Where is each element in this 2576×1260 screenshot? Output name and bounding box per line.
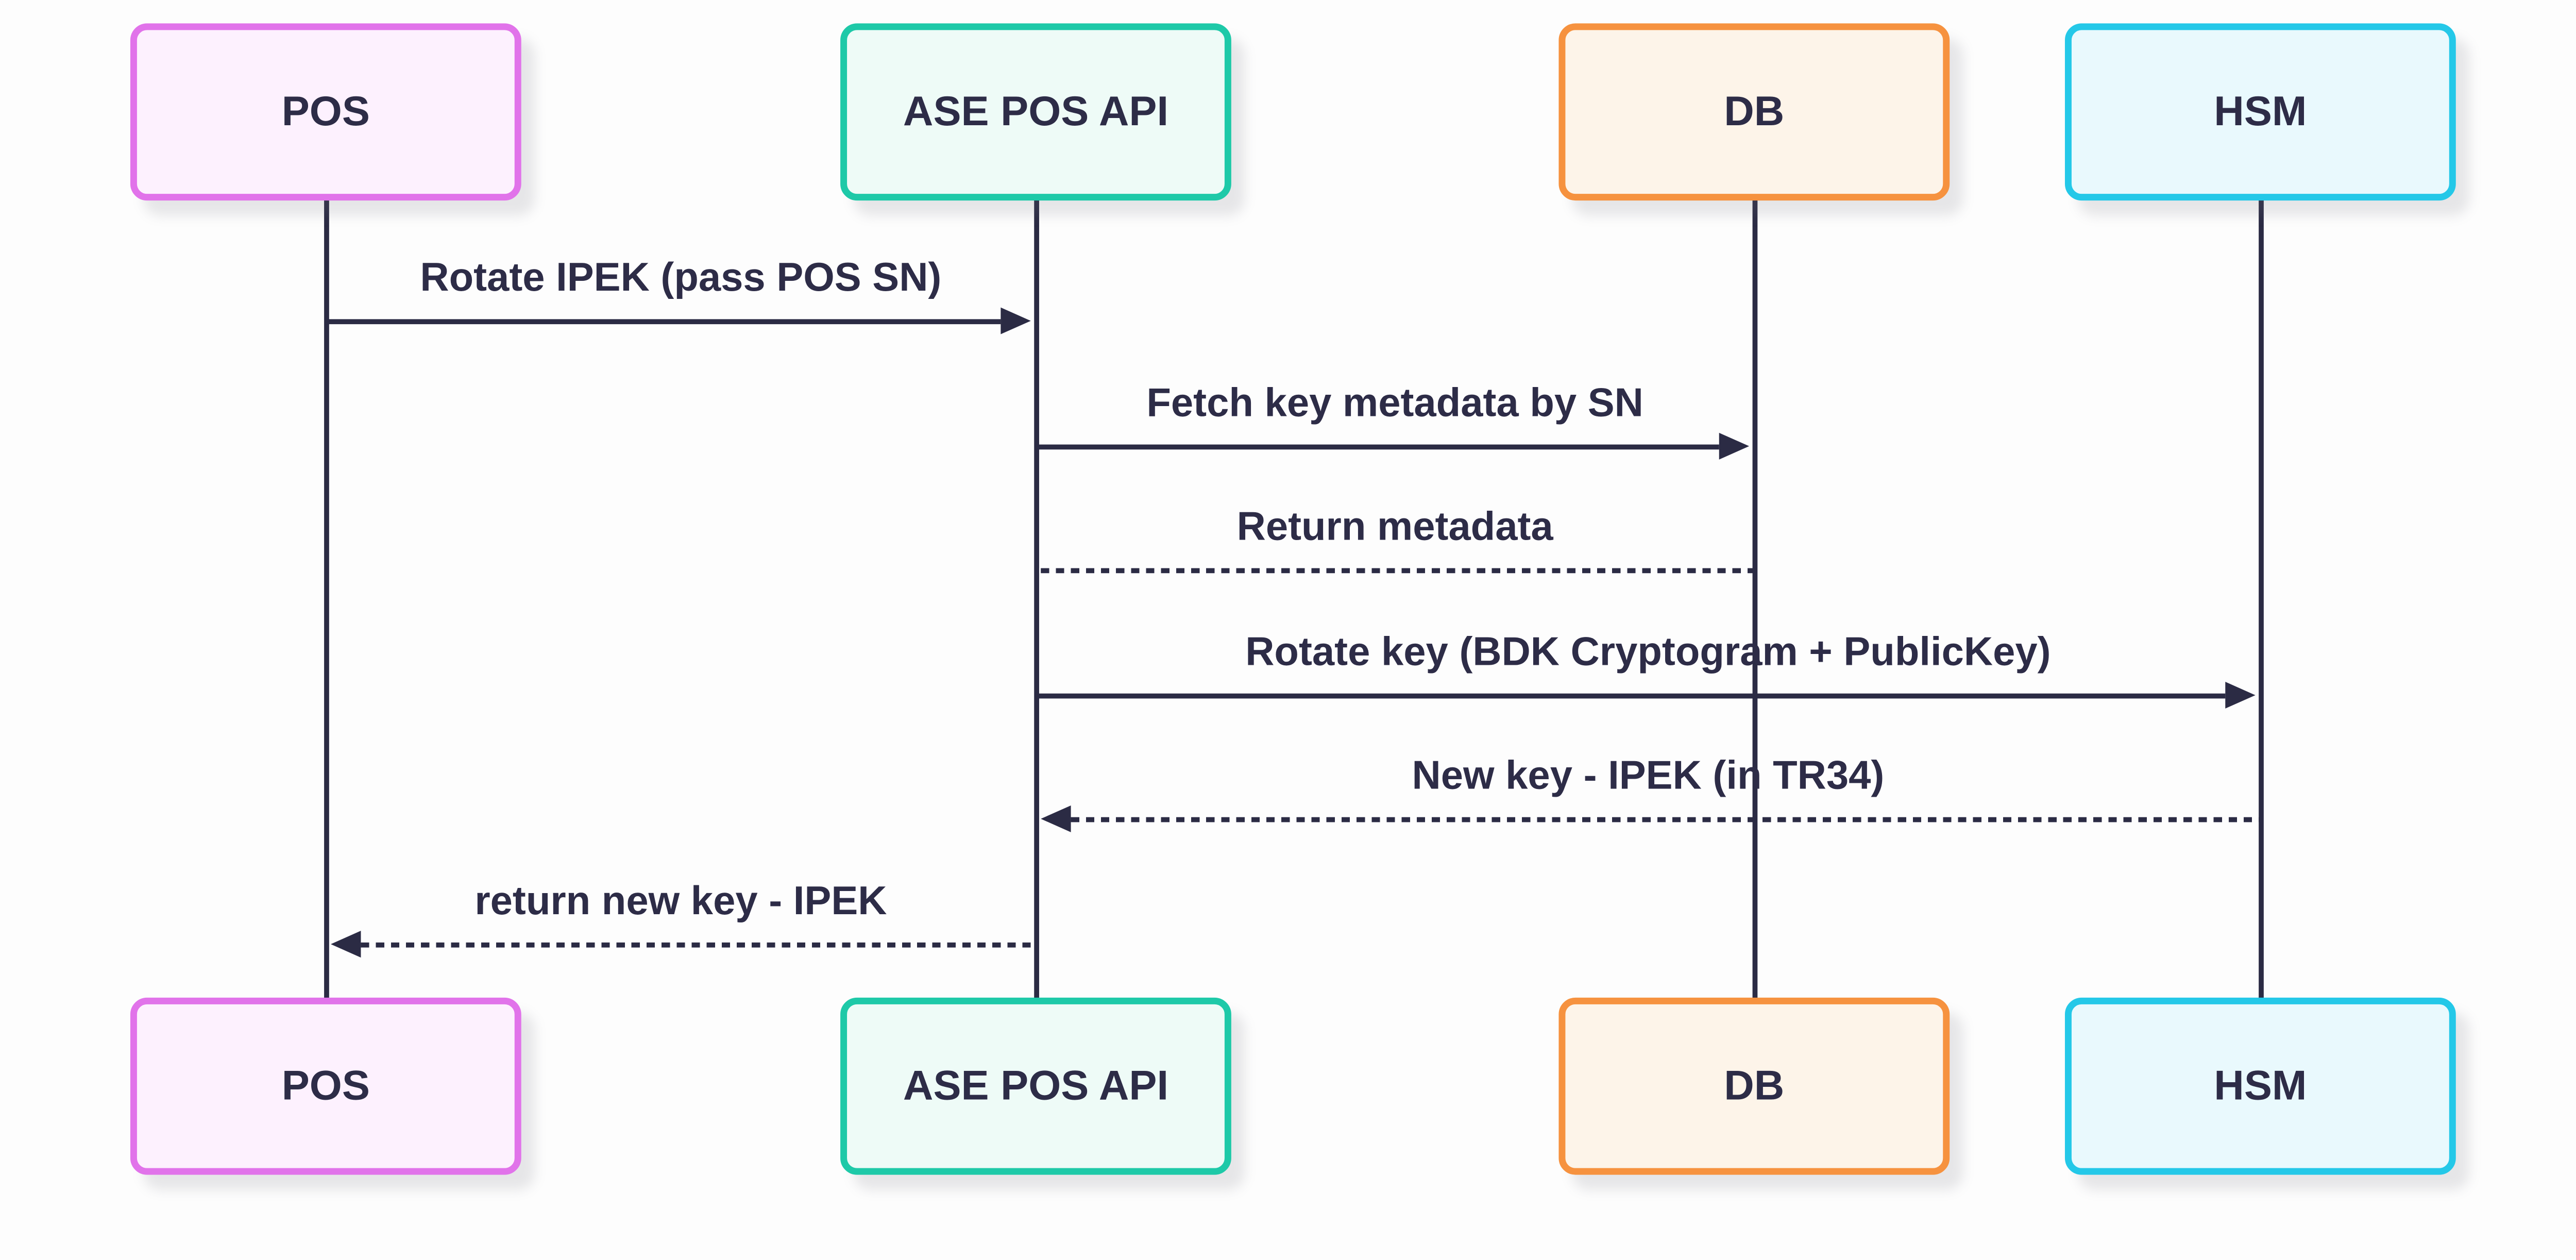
actor-label-ase-pos-api: ASE POS API [903,88,1169,135]
lifeline-pos [323,197,329,1001]
message-line [1036,443,1719,449]
message-line [1041,567,1754,573]
actor-label-hsm: HSM [2214,1062,2307,1109]
message-line [326,318,1001,324]
arrowhead-right-icon [1001,307,1031,334]
actor-box-pos-bottom: POS [130,997,521,1175]
lifeline-ase-pos-api [1033,197,1039,1001]
message-label: return new key - IPEK [474,879,887,925]
arrowhead-right-icon [1719,432,1750,460]
message-label: Fetch key metadata by SN [1146,381,1643,426]
actor-box-hsm-bottom: HSM [2064,997,2456,1175]
actor-box-hsm-top: HSM [2064,23,2456,201]
actor-box-pos-top: POS [130,23,521,201]
actor-box-db-bottom: DB [1558,997,1950,1175]
actor-label-hsm: HSM [2214,88,2307,135]
actor-label-pos: POS [281,88,370,135]
message-label: Rotate key (BDK Cryptogram + PublicKey) [1245,630,2051,676]
message-label: Rotate IPEK (pass POS SN) [420,256,942,301]
actor-box-ase-pos-api-bottom: ASE POS API [840,997,1231,1175]
arrowhead-right-icon [2225,682,2256,709]
lifeline-db [1751,197,1757,1001]
message-line [361,942,1036,947]
message-line [1071,816,2261,821]
actor-label-ase-pos-api: ASE POS API [903,1062,1169,1109]
actor-label-db: DB [1724,88,1785,135]
arrowhead-left-icon [1041,805,1071,832]
actor-label-pos: POS [281,1062,370,1109]
message-label: Return metadata [1236,505,1553,550]
actor-label-db: DB [1724,1062,1785,1109]
actor-box-db-top: DB [1558,23,1950,201]
message-line [1036,693,2226,698]
actor-box-ase-pos-api-top: ASE POS API [840,23,1231,201]
arrowhead-left-icon [331,931,361,958]
message-label: New key - IPEK (in TR34) [1412,753,1885,799]
lifeline-hsm [2258,197,2263,1001]
